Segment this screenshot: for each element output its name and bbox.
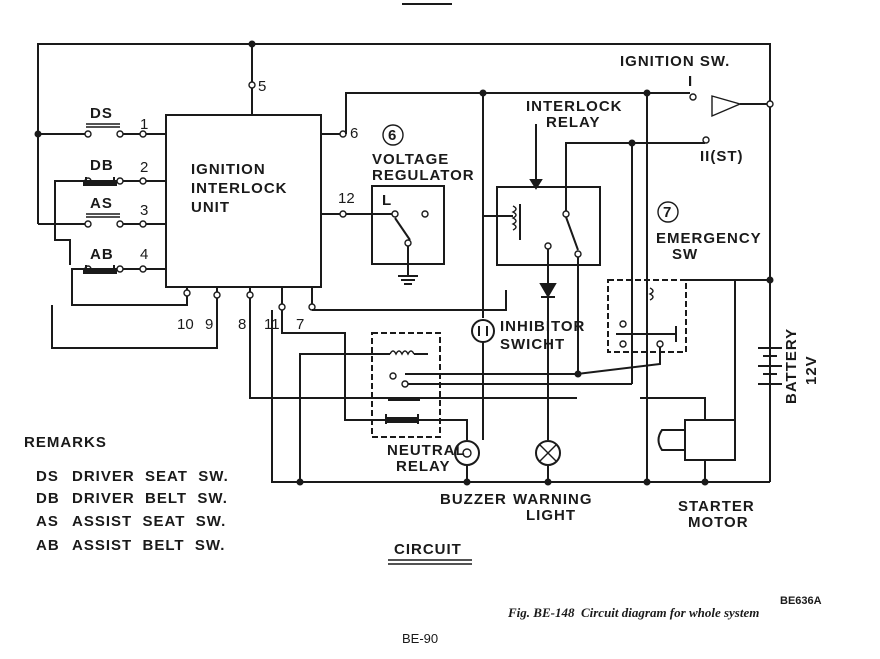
figure-code: BE636A (780, 595, 822, 607)
remark-code-ds: DS (36, 468, 59, 485)
ignition-interlock-unit: IGNITION INTERLOCK UNIT (165, 114, 322, 288)
ignition-bus: 6 (321, 89, 697, 142)
regulator-number: 6 (388, 127, 397, 144)
ignition-switch: IGNITION SW. I II(ST) (620, 53, 774, 482)
ignition-pos-2: II(ST) (700, 148, 744, 165)
emergency-label-2: SW (672, 246, 698, 263)
remark-code-db: DB (36, 490, 60, 507)
voltage-regulator: 12 L 6 VOLTAGE REGULATOR (321, 124, 475, 285)
neutral-label-1: NEUTRAL (387, 442, 466, 459)
inhibitor-label-1: INHIBITOR (500, 318, 585, 335)
emergency-switch: 7 EMERGENCY SW (405, 93, 770, 482)
regulator-label-1: VOLTAGE (372, 151, 449, 168)
remarks-title: REMARKS (24, 434, 107, 451)
page-number: BE-90 (402, 631, 438, 646)
terminal-5: 5 (258, 78, 266, 95)
ignition-pos-1: I (688, 73, 693, 90)
buzzer: BUZZER (440, 440, 507, 508)
warning-label-2: LIGHT (526, 507, 576, 524)
inhibitor-label-2: SWICHT (500, 336, 565, 353)
circuit-title: CIRCUIT (388, 541, 472, 565)
switch-as-label: AS (90, 195, 113, 212)
terminal-9: 9 (205, 316, 213, 333)
remark-text-ab: ASSIST BELT SW. (72, 537, 225, 554)
terminal-8: 8 (238, 316, 246, 333)
switch-ds-label: DS (90, 105, 113, 122)
starter-label-1: STARTER (678, 498, 755, 515)
terminal-3: 3 (140, 202, 148, 219)
switch-db-label: DB (90, 157, 114, 174)
figure-caption: Fig. BE-148 Circuit diagram for whole sy… (507, 605, 759, 620)
neutral-relay: NEUTRAL RELAY (299, 332, 468, 482)
seat-switches: DS 1 DB 2 AS 3 AB 4 (34, 105, 188, 306)
unit-label-2: INTERLOCK (191, 180, 288, 197)
ground-bus (271, 310, 770, 486)
regulator-terminal-l: L (382, 192, 392, 209)
terminal-2: 2 (140, 159, 148, 176)
remark-text-db: DRIVER BELT SW. (72, 490, 228, 507)
terminal-12: 12 (338, 190, 355, 207)
inhibitor-switch: INHIBITOR SWICHT (471, 318, 585, 440)
starter-label-2: MOTOR (688, 514, 749, 531)
terminal-10: 10 (177, 316, 194, 333)
emergency-number: 7 (663, 204, 672, 221)
emergency-label-1: EMERGENCY (656, 230, 762, 247)
switch-ab-label: AB (90, 246, 114, 263)
remarks: REMARKS DS DRIVER SEAT SW. DB DRIVER BEL… (24, 434, 229, 554)
warning-light: WARNING LIGHT (513, 440, 593, 524)
ignition-switch-label: IGNITION SW. (620, 53, 730, 70)
remark-text-as: ASSIST SEAT SW. (72, 513, 226, 530)
terminal-1: 1 (140, 116, 148, 133)
interlock-relay: INTERLOCK RELAY (482, 93, 710, 440)
interlock-relay-label-1: INTERLOCK (526, 98, 623, 115)
terminal-6: 6 (350, 125, 358, 142)
battery-label-1: BATTERY (783, 328, 800, 404)
starter-motor: STARTER MOTOR (640, 280, 755, 531)
remark-text-ds: DRIVER SEAT SW. (72, 468, 229, 485)
remark-code-ab: AB (36, 537, 60, 554)
battery-label-2: 12V (803, 355, 820, 385)
neutral-label-2: RELAY (396, 458, 450, 475)
unit-label-3: UNIT (191, 199, 230, 216)
remark-code-as: AS (36, 513, 59, 530)
warning-label-1: WARNING (513, 491, 593, 508)
interlock-relay-label-2: RELAY (546, 114, 600, 131)
battery: BATTERY 12V (758, 328, 820, 404)
circuit-title-text: CIRCUIT (394, 541, 462, 558)
buzzer-label: BUZZER (440, 491, 507, 508)
terminal-7: 7 (296, 316, 304, 333)
unit-label-1: IGNITION (191, 161, 266, 178)
top-bus-wire: 5 (37, 40, 771, 134)
regulator-label-2: REGULATOR (372, 167, 475, 184)
terminal-4: 4 (140, 246, 148, 263)
